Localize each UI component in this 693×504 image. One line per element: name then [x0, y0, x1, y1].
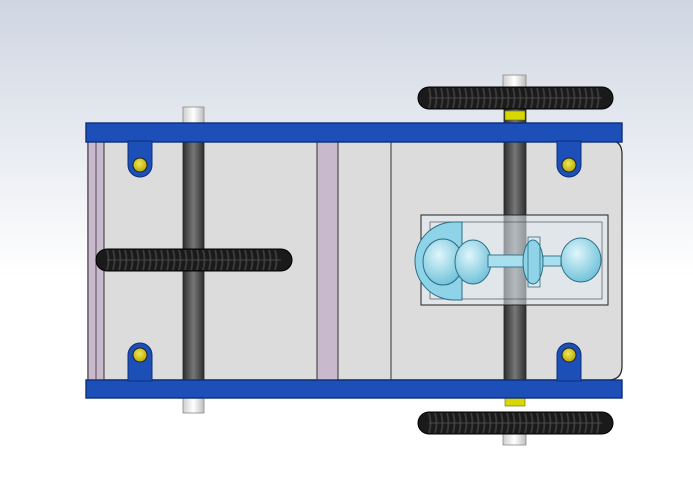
- coupling-ball-right: [560, 237, 602, 283]
- rear-axle-pin-bottom: [182, 396, 205, 414]
- mounting-hole: [132, 347, 148, 363]
- coupling-link: [542, 255, 562, 267]
- rear-wheel: [95, 248, 293, 272]
- mounting-tab: [127, 342, 153, 382]
- mounting-hole: [132, 157, 148, 173]
- bottom-side-rail: [85, 379, 623, 399]
- mounting-hole: [561, 347, 577, 363]
- plate-divider: [316, 139, 339, 381]
- mounting-tab: [127, 140, 153, 178]
- coupling-assembly: [414, 214, 609, 306]
- front-left-wheel: [417, 86, 614, 110]
- mounting-hole: [561, 157, 577, 173]
- mounting-tabs: [127, 140, 582, 382]
- coupling-ball-mid: [454, 239, 492, 285]
- front-right-wheel: [417, 411, 614, 435]
- coupling-cap: [527, 236, 541, 288]
- front-axle-collar-top: [504, 110, 526, 121]
- coupling-rod: [487, 254, 525, 268]
- mounting-tab: [556, 342, 582, 382]
- top-side-rail: [85, 122, 623, 143]
- mounting-tab: [556, 140, 582, 178]
